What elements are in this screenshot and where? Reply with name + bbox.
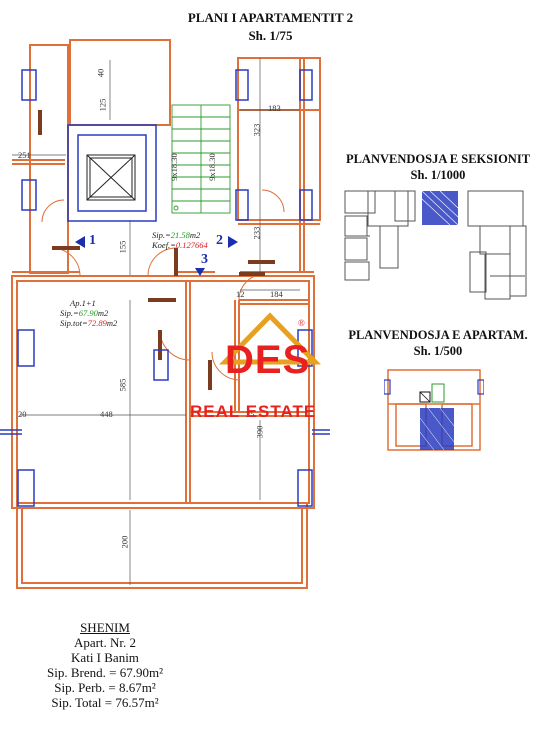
dim-233: 233 [251, 226, 262, 240]
stair-steps-left: 9x18.30 [168, 153, 179, 181]
notes-floor: Kati I Banim [71, 650, 139, 665]
apartment-outline [11, 275, 315, 509]
watermark-subtitle: REAL ESTATE [190, 402, 317, 421]
dim-200: 200 [119, 535, 130, 549]
dim-323: 323 [251, 123, 262, 137]
section-plan-title: PLANVENDOSJA E SEKSIONIT [345, 152, 531, 166]
watermark-logo-text: DES [225, 338, 311, 382]
dim-25: 25 [246, 409, 255, 419]
notes-heading: SHENIM [80, 620, 130, 635]
plan-title: PLANI I APARTAMENTIT 2 [187, 10, 354, 25]
dim-155: 155 [117, 240, 128, 254]
balcony-outline [16, 502, 308, 589]
arrow-label-1: 1 [89, 233, 96, 248]
arrow-label-2: 2 [216, 233, 223, 248]
apartment-plan-drawing [384, 369, 484, 451]
watermark-logo [219, 312, 321, 365]
dim-125: 125 [97, 98, 108, 112]
dim-20: 20 [18, 409, 27, 419]
dim-12: 12 [236, 289, 245, 299]
notes-sip-brend: Sip. Brend. = 67.90m² [47, 665, 163, 680]
dim-251: 251 [18, 150, 31, 160]
dim-585: 585 [117, 378, 128, 392]
dim-40: 40 [95, 68, 106, 78]
notes-sip-perb: Sip. Perb. = 8.67m² [54, 680, 156, 695]
section-plan-drawing [344, 190, 527, 300]
plan-scale: Sh. 1/75 [248, 28, 293, 43]
dim-183: 183 [268, 103, 281, 113]
apartment-plan-scale: Sh. 1/500 [413, 344, 463, 358]
dim-448: 448 [100, 409, 113, 419]
notes-sip-total: Sip. Total = 76.57m² [51, 695, 159, 710]
dim-390: 390 [254, 425, 265, 439]
section-plan-scale: Sh. 1/1000 [410, 168, 466, 182]
arrow-label-3: 3 [201, 252, 208, 267]
notes-apart: Apart. Nr. 2 [73, 635, 137, 650]
watermark-mark: ® [298, 318, 305, 328]
stair-area-label: Sip.=21.58m2 Koef.=0.127664 [152, 230, 208, 250]
apartment-area-label: Ap.1+1 Sip.=67.90m2 Sip.tot=72.89m2 [60, 298, 118, 328]
dim-184: 184 [270, 289, 283, 299]
apartment-plan-title: PLANVENDOSJA E APARTAM. [348, 328, 528, 342]
stair-steps-right: 9x18.30 [206, 153, 217, 181]
